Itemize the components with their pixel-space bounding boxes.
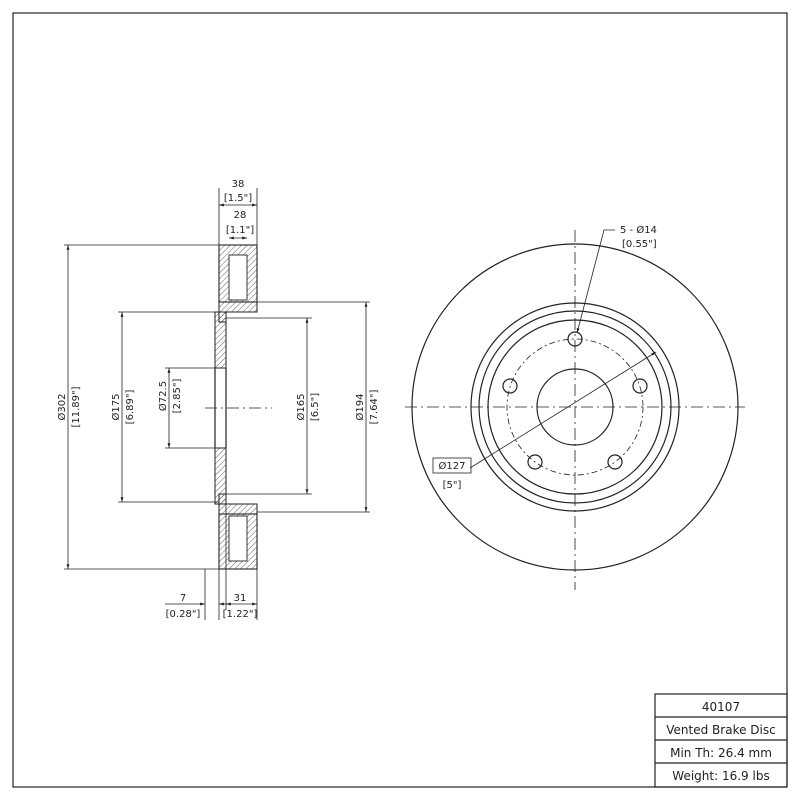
title-block: 40107 Vented Brake Disc Min Th: 26.4 mm … bbox=[654, 693, 788, 788]
side-view: 38 [1.5"] 28 [1.1"] Ø302 [11.89"] Ø175 [… bbox=[56, 179, 380, 620]
dim-hat-outer-in: [7.64"] bbox=[369, 390, 380, 425]
dim-rotor-width-mm: 28 bbox=[234, 210, 247, 221]
bolt-hole bbox=[567, 331, 583, 347]
dim-hat-thickness-in: [0.28"] bbox=[166, 609, 201, 620]
weight: Weight: 16.9 lbs bbox=[672, 769, 769, 783]
bolt-hole-leader bbox=[576, 229, 615, 334]
min-thickness: Min Th: 26.4 mm bbox=[670, 746, 772, 760]
hat-face bbox=[487, 319, 663, 495]
front-view: 5 - Ø14 [0.55"] Ø127 [5"] bbox=[405, 224, 745, 590]
dim-center-bore-in: [2.85"] bbox=[172, 379, 183, 414]
dim-thickness-mm: 38 bbox=[232, 179, 245, 190]
part-number: 40107 bbox=[702, 700, 740, 714]
bolt-holes-in: [0.55"] bbox=[622, 239, 657, 250]
hat-outer-edge bbox=[478, 310, 672, 504]
dim-outer-diameter-mm: Ø302 bbox=[56, 394, 68, 421]
dim-offset-in: [1.22"] bbox=[223, 609, 258, 620]
part-description: Vented Brake Disc bbox=[666, 723, 775, 737]
bolt-circle bbox=[506, 338, 644, 476]
dim-thickness-in: [1.5"] bbox=[224, 193, 252, 204]
bolt-holes-mm: 5 - Ø14 bbox=[620, 224, 657, 236]
friction-ring-inner-edge bbox=[470, 302, 680, 512]
dim-hat-thickness-mm: 7 bbox=[180, 593, 186, 604]
drawing-border bbox=[12, 12, 788, 788]
bolt-circle-leader bbox=[469, 351, 657, 469]
lower-rotor-section bbox=[218, 493, 258, 570]
extension-lines bbox=[64, 188, 370, 620]
dim-hat-outer-mm: Ø194 bbox=[354, 394, 366, 421]
dim-hat-diameter-in: [6.89"] bbox=[125, 390, 136, 425]
bolt-hole bbox=[527, 454, 543, 470]
bolt-hole bbox=[632, 378, 648, 394]
dim-outer-diameter-in: [11.89"] bbox=[71, 386, 82, 427]
bolt-circle-in: [5"] bbox=[443, 480, 462, 491]
bolt-circle-mm: Ø127 bbox=[439, 460, 466, 472]
disc-outer-edge bbox=[411, 243, 739, 571]
center-bore bbox=[536, 368, 614, 446]
bolt-hole bbox=[607, 454, 623, 470]
bolt-circle-box bbox=[432, 457, 472, 474]
upper-rotor-section bbox=[218, 244, 258, 323]
dimension-lines bbox=[66, 203, 368, 606]
dim-hat-diameter-mm: Ø175 bbox=[110, 394, 122, 421]
dim-inner-face-mm: Ø165 bbox=[295, 394, 307, 421]
dim-offset-mm: 31 bbox=[234, 593, 247, 604]
dim-center-bore-mm: Ø72.5 bbox=[157, 381, 169, 411]
bolt-holes bbox=[502, 331, 648, 470]
dim-rotor-width-in: [1.1"] bbox=[226, 225, 254, 236]
bolt-hole bbox=[502, 378, 518, 394]
dim-inner-face-in: [6.5"] bbox=[310, 393, 321, 421]
